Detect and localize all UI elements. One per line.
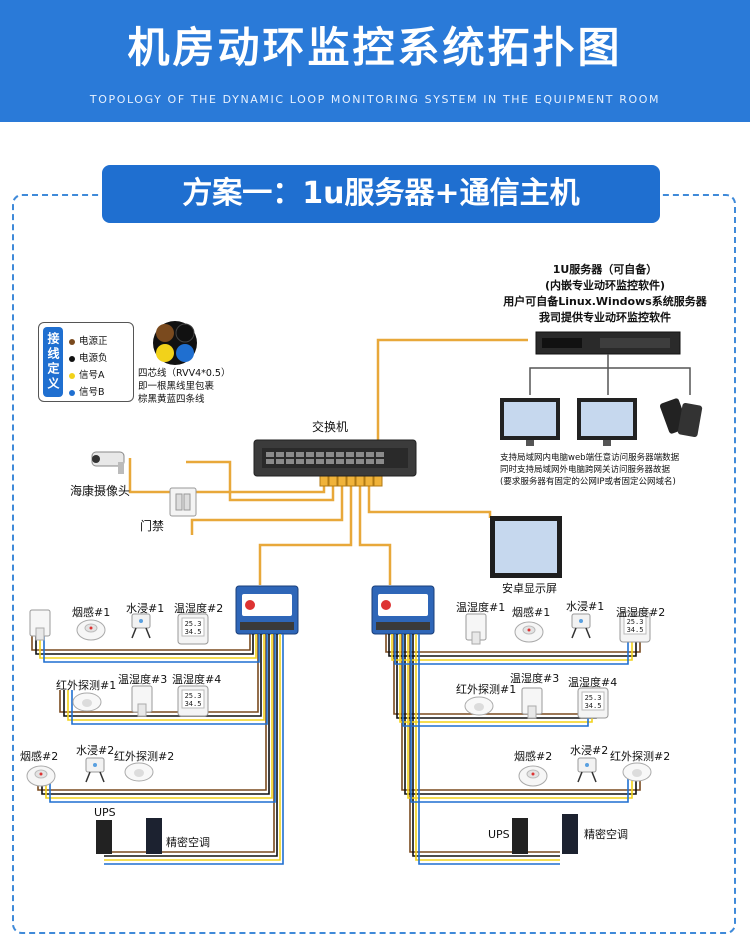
right-smoke-1-label: 烟感#1 bbox=[512, 606, 551, 619]
right-water-1-label: 水浸#1 bbox=[566, 600, 605, 613]
right-pir-2-label: 红外探测#2 bbox=[610, 750, 671, 763]
wiring-legend: 接线定义 电源正 电源负 信号A 信号B bbox=[38, 322, 134, 402]
right-ups-unit bbox=[512, 818, 528, 854]
switch-label: 交换机 bbox=[312, 420, 349, 434]
left-pir-1-label: 红外探测#1 bbox=[56, 679, 117, 692]
android-display bbox=[490, 516, 562, 578]
server-device bbox=[535, 331, 681, 355]
cable-cross-section bbox=[153, 321, 197, 365]
left-ac-unit bbox=[146, 818, 162, 854]
right-pir-1-label: 红外探测#1 bbox=[456, 683, 517, 696]
blue-dot-icon bbox=[69, 389, 75, 396]
yellow-dot-icon bbox=[69, 372, 75, 379]
page-title: 机房动环监控系统拓扑图 bbox=[127, 23, 623, 72]
legend-title: 接线定义 bbox=[43, 327, 63, 397]
door-label: 门禁 bbox=[140, 519, 165, 533]
left-thermo-2-label: 温湿度#2 bbox=[174, 602, 224, 615]
legend-item-power-pos: 电源正 bbox=[69, 333, 108, 347]
scheme-banner: 方案一：1u服务器+通信主机 bbox=[102, 165, 660, 223]
left-thermo-3-label: 温湿度#3 bbox=[118, 673, 168, 686]
door-device bbox=[169, 487, 197, 517]
left-pir-2-label: 红外探测#2 bbox=[114, 750, 175, 763]
brown-dot-icon bbox=[69, 338, 75, 345]
right-thermo-2-label: 温湿度#2 bbox=[616, 606, 666, 619]
right-ac-label: 精密空调 bbox=[584, 828, 628, 841]
left-ac-label: 精密空调 bbox=[166, 836, 210, 849]
right-thermo-3-label: 温湿度#3 bbox=[510, 672, 560, 685]
right-ac-unit bbox=[562, 814, 578, 854]
black-dot-icon bbox=[69, 355, 75, 362]
left-ups-unit bbox=[96, 820, 112, 854]
camera-device bbox=[91, 451, 125, 474]
client-monitors bbox=[500, 398, 703, 446]
legend-item-signal-a: 信号A bbox=[69, 367, 105, 381]
display-label: 安卓显示屏 bbox=[502, 582, 557, 595]
right-water-2-label: 水浸#2 bbox=[570, 744, 609, 757]
switch-device bbox=[253, 439, 417, 477]
left-water-1-label: 水浸#1 bbox=[126, 602, 165, 615]
access-description: 支持局域网内电脑web端任意访问服务器端数据 同时支持局域网外电脑跨网关访问服务… bbox=[500, 453, 680, 487]
right-thermo-4-label: 温湿度#4 bbox=[568, 676, 618, 689]
left-water-2-label: 水浸#2 bbox=[76, 744, 115, 757]
camera-label: 海康摄像头 bbox=[70, 484, 131, 498]
legend-item-signal-b: 信号B bbox=[69, 384, 105, 398]
left-smoke-2-label: 烟感#2 bbox=[20, 750, 59, 763]
page-subtitle: TOPOLOGY OF THE DYNAMIC LOOP MONITORING … bbox=[89, 93, 661, 106]
right-smoke-2-label: 烟感#2 bbox=[514, 750, 553, 763]
right-ups-label: UPS bbox=[488, 828, 510, 841]
right-thermo-1-label: 温湿度#1 bbox=[456, 601, 506, 614]
left-ups-label: UPS bbox=[94, 806, 116, 819]
left-smoke-1-label: 烟感#1 bbox=[72, 606, 111, 619]
server-description: 1U服务器（可自备） (内嵌专业动环监控软件) 用户可自备Linux.Windo… bbox=[503, 263, 707, 324]
legend-item-power-neg: 电源负 bbox=[69, 350, 108, 364]
left-thermo-4-label: 温湿度#4 bbox=[172, 673, 222, 686]
cable-description: 四芯线（RVV4*0.5） 即一根黑线里包裹 棕黑黄蓝四条线 bbox=[138, 368, 231, 405]
header-bar: 机房动环监控系统拓扑图 TOPOLOGY OF THE DYNAMIC LOOP… bbox=[0, 0, 750, 122]
